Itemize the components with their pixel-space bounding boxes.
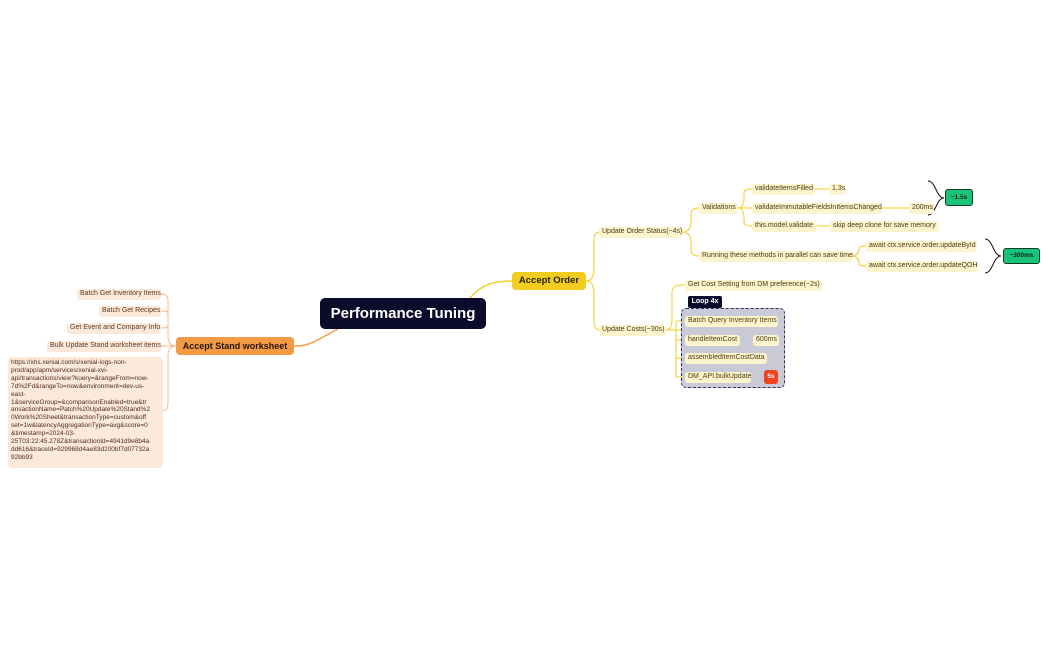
bulk-update-duration-badge[interactable]: 5s	[764, 370, 778, 384]
accept-stand-node[interactable]: Accept Stand worksheet	[176, 337, 294, 355]
update-costs-node[interactable]: Update Costs(~30s)	[599, 325, 666, 336]
loop-tag[interactable]: Loop 4x	[688, 296, 722, 308]
batch-query-inventory-node[interactable]: Batch Query Inventory Items	[685, 316, 778, 327]
update-by-id-node[interactable]: await ctx.service.order.updateById	[866, 241, 977, 252]
batch-get-inventory-items-node[interactable]: Batch Get Inventory Items	[77, 289, 161, 300]
assembled-item-cost-node[interactable]: assembledItemCostData	[685, 353, 767, 364]
skip-deep-clone-node[interactable]: skip deep clone for save memory	[830, 221, 939, 232]
batch-get-recipes-node[interactable]: Batch Get Recipes	[99, 306, 161, 317]
model-validate-node[interactable]: this.model.validate	[752, 221, 817, 232]
get-event-and-company-info-node[interactable]: Get Event and Company Info	[67, 323, 161, 334]
validations-duration-badge[interactable]: ~1.5s	[945, 189, 973, 206]
handle-item-cost-time[interactable]: 600ms	[753, 335, 779, 346]
trace-url-node[interactable]: https://xhs.xenial.com/s/xenial-logs-non…	[8, 357, 163, 468]
bulk-update-node[interactable]: DM_API.bulkUpdate	[685, 372, 751, 383]
update-qoh-node[interactable]: await ctx.service.order.updateQOH	[866, 261, 978, 272]
parallel-duration-badge[interactable]: ~300ms	[1003, 248, 1040, 264]
validate-items-filled-node[interactable]: validateItemsFilled	[752, 184, 815, 195]
validate-immutable-fields-node[interactable]: validateImmutableFieldsInItemsChanged	[752, 203, 882, 214]
validations-node[interactable]: Validations	[699, 203, 738, 214]
update-order-status-node[interactable]: Update Order Status(~4s)	[599, 227, 683, 238]
validate-items-filled-time[interactable]: 1.3s	[829, 184, 845, 195]
bulk-update-stand-worksheet-items-node[interactable]: Bulk Update Stand worksheet items	[47, 341, 161, 352]
get-cost-setting-node[interactable]: Get Cost Setting from DM preference(~2s)	[685, 280, 822, 291]
root-node[interactable]: Performance Tuning	[320, 298, 486, 329]
handle-item-cost-node[interactable]: handleItemCost	[685, 335, 740, 346]
validate-immutable-fields-time[interactable]: 200ms	[909, 203, 934, 214]
accept-order-node[interactable]: Accept Order	[512, 272, 586, 290]
parallel-methods-node[interactable]: Running these methods in parallel can sa…	[699, 251, 853, 262]
